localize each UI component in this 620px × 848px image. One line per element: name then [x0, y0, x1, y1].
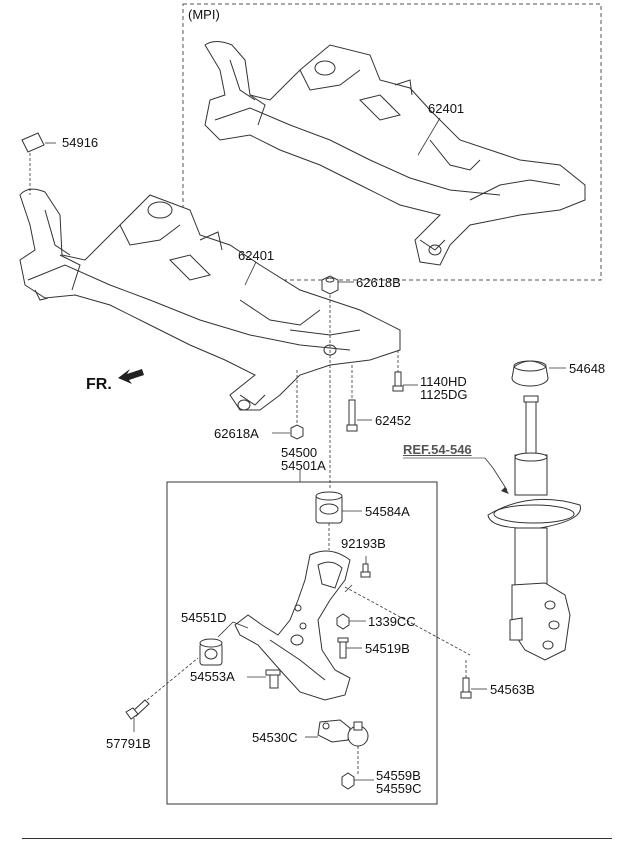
front-direction-label: FR.: [86, 376, 112, 393]
reference-link-54-546[interactable]: REF.54-546: [403, 442, 472, 457]
part-54559b-shape: [341, 772, 355, 790]
mpi-label: (MPI): [188, 7, 220, 22]
label-54501a: 54501A: [281, 458, 326, 473]
part-54551d-shape: [199, 638, 223, 666]
label-62401-mpi: 62401: [428, 101, 465, 116]
subframe-main: [19, 188, 401, 411]
label-62618b: 62618B: [356, 275, 401, 290]
part-62618a-shape: [290, 424, 304, 440]
label-54648: 54648: [569, 361, 606, 376]
mpi-variant-box: [182, 3, 602, 281]
label-54500: 54500: [281, 445, 318, 460]
label-54584a: 54584A: [365, 504, 410, 519]
subframe-mpi: [204, 41, 586, 266]
strut-assembly-shape: [487, 395, 581, 661]
bottom-divider: [22, 838, 612, 839]
part-54519b-shape: [337, 637, 349, 659]
label-54530c: 54530C: [252, 730, 298, 745]
part-54648-shape: [511, 360, 549, 387]
label-92193b: 92193B: [341, 536, 386, 551]
label-54916: 54916: [62, 135, 99, 150]
label-62618a: 62618A: [214, 426, 259, 441]
front-arrow-icon: [118, 369, 144, 384]
label-54559b: 54559B: [376, 768, 421, 783]
label-1339cc: 1339CC: [368, 614, 416, 629]
label-62452: 62452: [375, 413, 412, 428]
label-54551d: 54551D: [181, 610, 227, 625]
label-1125dg: 1125DG: [420, 387, 468, 402]
part-1339cc-shape: [336, 613, 350, 630]
part-62618b-shape: [321, 275, 339, 295]
label-54519b: 54519B: [365, 641, 410, 656]
part-62452-shape: [346, 399, 358, 432]
part-57791b-shape: [125, 699, 150, 720]
part-54916-shape: [21, 132, 45, 153]
label-54559c: 54559C: [376, 781, 422, 796]
label-54553a: 54553A: [190, 669, 235, 684]
lower-arm-assembly-box: [166, 481, 438, 805]
part-92193b-shape: [360, 563, 371, 578]
part-1140hd-shape: [392, 371, 404, 392]
part-54563b-shape: [460, 677, 472, 699]
label-1140hd: 1140HD: [420, 374, 467, 389]
label-54563b: 54563B: [490, 682, 535, 697]
part-54530c-shape: [317, 719, 369, 747]
part-54584a-shape: [315, 491, 343, 524]
lower-control-arm-shape: [234, 550, 351, 701]
label-62401: 62401: [238, 248, 275, 263]
label-57791b: 57791B: [106, 736, 151, 751]
part-54553a-shape: [265, 669, 281, 689]
